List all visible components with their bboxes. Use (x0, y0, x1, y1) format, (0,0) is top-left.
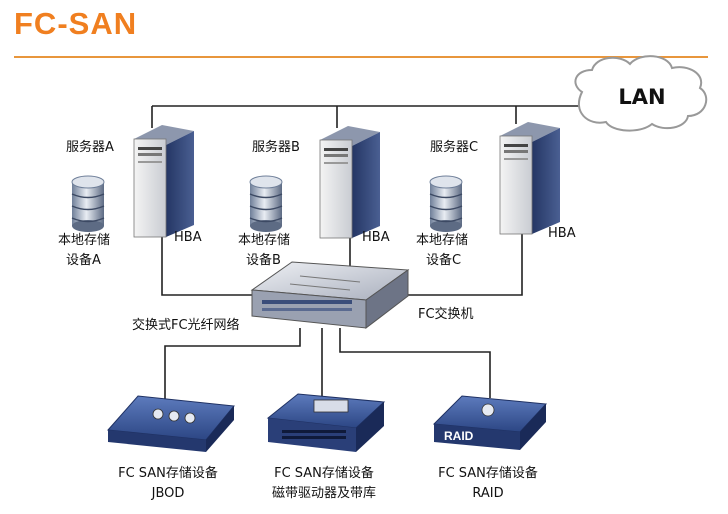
link-server-a-switch (161, 232, 268, 296)
device-front (268, 418, 356, 452)
server-b (319, 126, 380, 239)
local-storage-a-icon (71, 175, 105, 232)
storage-c-label-1: 本地存储 (416, 233, 468, 248)
cloud-shape (574, 55, 708, 132)
hba-a-label: HBA (174, 230, 202, 245)
labels: 服务器A 服务器B 服务器C HBA HBA HBA 本地存储 设备A 本地存储… (58, 139, 576, 501)
storage-a-label-2: 设备A (66, 252, 101, 268)
link-switch-raid (339, 328, 491, 398)
tape-library-device (266, 393, 386, 452)
title-rule (14, 56, 708, 58)
raid-device: RAID (432, 395, 548, 450)
raid-label-1: FC SAN存储设备 (438, 465, 538, 481)
storage-b-label-2: 设备B (246, 252, 281, 268)
server-b-label: 服务器B (252, 139, 300, 155)
fc-switch-label: FC交换机 (418, 306, 474, 322)
raid-label-2: RAID (472, 486, 503, 501)
lan-cloud: LAN (574, 55, 708, 132)
server-c-label: 服务器C (430, 139, 478, 155)
storage-a-label-1: 本地存储 (58, 233, 110, 248)
local-storage-c-icon (429, 175, 463, 232)
raid-badge: RAID (444, 429, 474, 443)
hba-c-label: HBA (548, 226, 576, 241)
jbod-label-2: JBOD (151, 486, 185, 501)
device-side (206, 406, 234, 452)
fc-network-label: 交换式FC光纤网络 (132, 317, 240, 333)
fc-switch (250, 261, 410, 330)
link-switch-jbod (164, 328, 301, 418)
local-storage-b-icon (249, 175, 283, 232)
tape-label-2: 磁带驱动器及带库 (272, 485, 376, 501)
device-front (434, 424, 520, 450)
connection-lines (151, 105, 580, 418)
server-side (352, 132, 380, 238)
server-a (133, 125, 194, 238)
device-side (520, 404, 546, 450)
device-front (108, 430, 206, 452)
lan-label: LAN (618, 85, 665, 109)
jbod-device (106, 395, 235, 452)
tape-label-1: FC SAN存储设备 (274, 465, 374, 481)
server-a-label: 服务器A (66, 139, 114, 155)
server-side (166, 131, 194, 237)
hba-b-label: HBA (362, 230, 390, 245)
storage-b-label-1: 本地存储 (238, 233, 290, 248)
link-server-c-switch (400, 230, 523, 296)
storage-c-label-2: 设备C (426, 252, 461, 268)
switch-side (365, 269, 409, 330)
server-c (499, 122, 560, 235)
server-side (532, 128, 560, 234)
jbod-label-1: FC SAN存储设备 (118, 465, 218, 481)
page-title: FC-SAN (14, 6, 138, 41)
device-side (356, 402, 384, 452)
